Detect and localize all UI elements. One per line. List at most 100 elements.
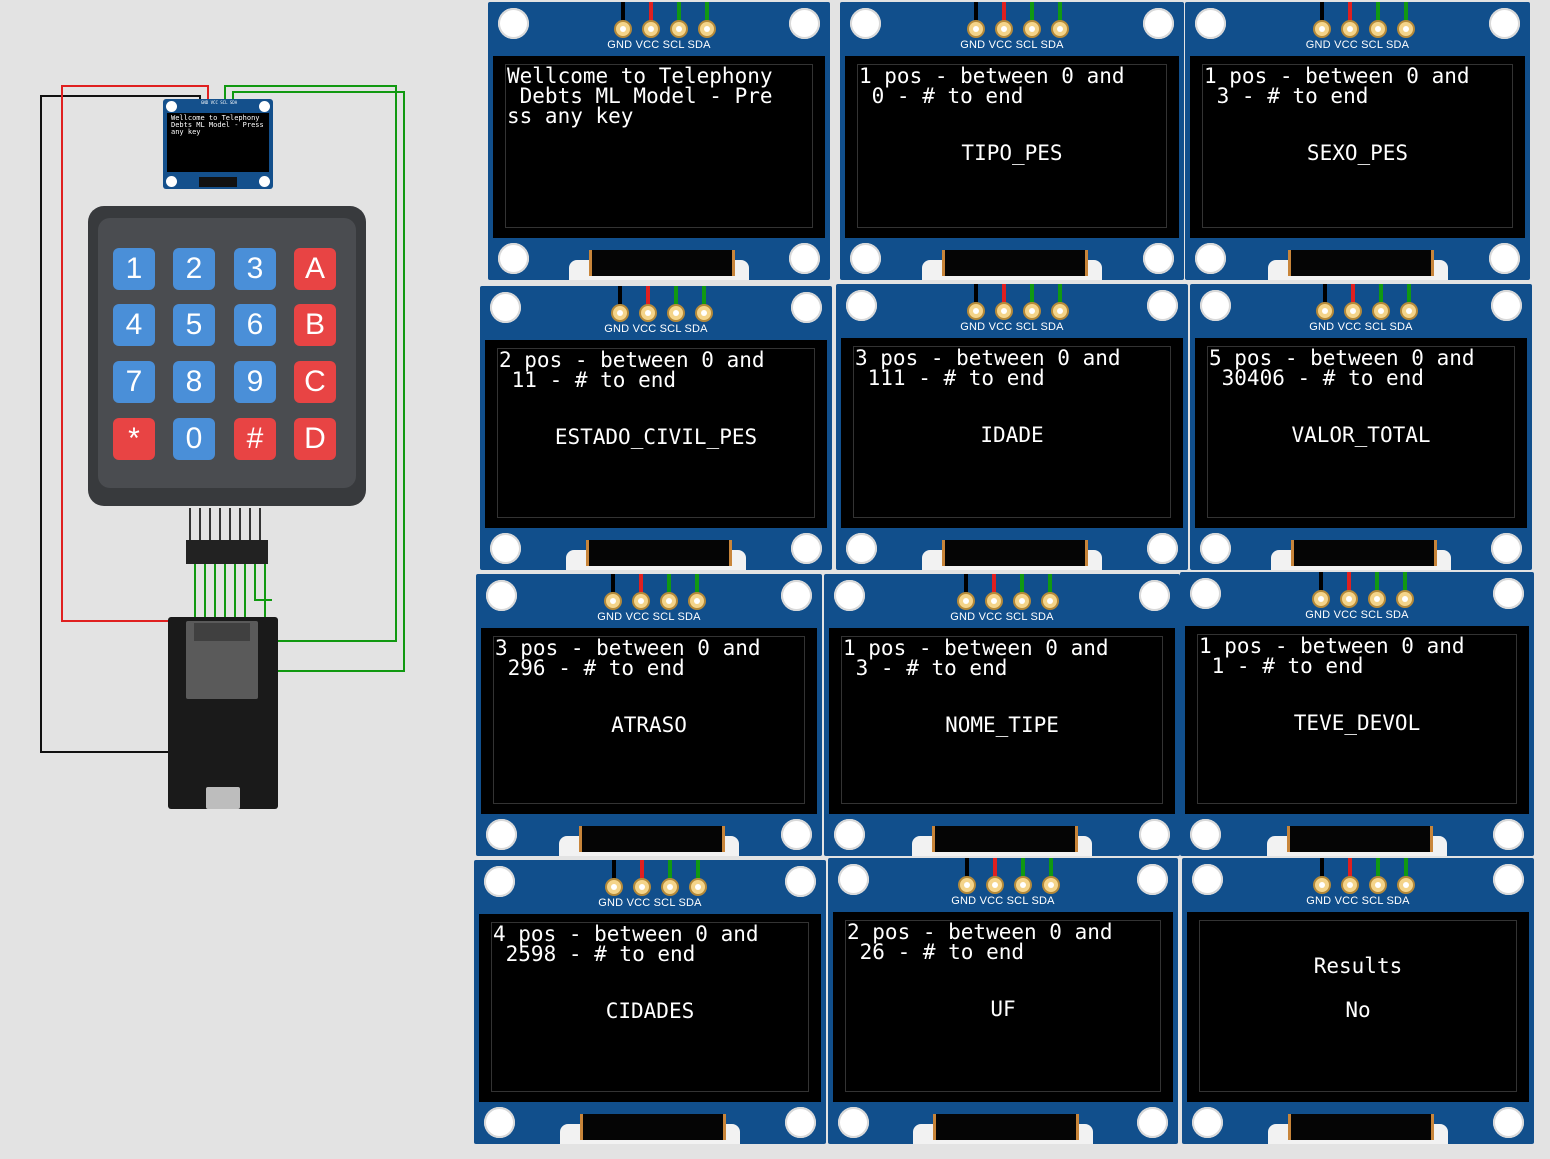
pin[interactable] xyxy=(642,20,660,38)
pin-header: GND VCC SCL SDA xyxy=(948,858,1060,908)
key-7[interactable]: 7 xyxy=(113,361,155,403)
field-name: TIPO_PES xyxy=(961,141,1063,165)
pin-header: GND VCC SCL SDA xyxy=(601,286,713,336)
pin[interactable] xyxy=(1372,302,1390,320)
pin[interactable] xyxy=(698,20,716,38)
pin[interactable] xyxy=(660,592,678,610)
pin[interactable] xyxy=(958,876,976,894)
prompt-line-1: 2 pos - between 0 and xyxy=(847,920,1113,944)
key-star[interactable]: * xyxy=(113,418,155,460)
pin[interactable] xyxy=(1312,20,1331,38)
key-hash[interactable]: # xyxy=(234,418,276,460)
key-b[interactable]: B xyxy=(294,304,336,346)
pin[interactable] xyxy=(967,302,985,320)
pin[interactable] xyxy=(633,878,651,896)
pin[interactable] xyxy=(661,878,679,896)
key-6[interactable]: 6 xyxy=(234,304,276,346)
pin[interactable] xyxy=(688,592,706,610)
pin-labels: GND VCC SCL SDA xyxy=(597,611,701,623)
pin[interactable] xyxy=(1368,20,1387,38)
prompt-line-1: 3 pos - between 0 and xyxy=(495,636,761,660)
pin[interactable] xyxy=(1312,590,1330,608)
key-0[interactable]: 0 xyxy=(173,418,215,460)
pin[interactable] xyxy=(667,304,685,322)
pin[interactable] xyxy=(1344,302,1362,320)
field-name: IDADE xyxy=(980,423,1044,447)
prompt-line-2: 2598 - # to end xyxy=(493,942,696,966)
pin[interactable] xyxy=(1340,20,1359,38)
pin[interactable] xyxy=(1023,302,1041,320)
pin[interactable] xyxy=(1051,20,1069,38)
pin[interactable] xyxy=(1397,876,1415,894)
prompt-line-2: 3 - # to end xyxy=(843,656,1008,680)
pin-wire xyxy=(649,2,653,26)
pin[interactable] xyxy=(1313,876,1331,894)
key-5[interactable]: 5 xyxy=(173,304,215,346)
pin[interactable] xyxy=(985,592,1003,610)
pin[interactable] xyxy=(604,592,622,610)
esp32-board[interactable] xyxy=(168,617,278,809)
mount-hole xyxy=(1195,243,1226,274)
pin[interactable] xyxy=(1369,876,1387,894)
pin-wire xyxy=(1030,284,1034,308)
flex-connector xyxy=(1271,540,1451,570)
pin[interactable] xyxy=(1396,590,1414,608)
pin-wire xyxy=(964,574,968,598)
pin[interactable] xyxy=(995,20,1013,38)
pin[interactable] xyxy=(957,592,975,610)
pin[interactable] xyxy=(1041,592,1059,610)
pin[interactable] xyxy=(1316,302,1334,320)
key-d[interactable]: D xyxy=(294,418,336,460)
pin[interactable] xyxy=(1013,592,1031,610)
pin[interactable] xyxy=(689,878,707,896)
pin[interactable] xyxy=(632,592,650,610)
pin[interactable] xyxy=(1023,20,1041,38)
pin-labels: GND VCC SCL SDA xyxy=(607,39,711,51)
pin[interactable] xyxy=(1396,20,1415,38)
pin[interactable] xyxy=(986,876,1004,894)
pin[interactable] xyxy=(995,302,1013,320)
pin[interactable] xyxy=(1400,302,1418,320)
key-8[interactable]: 8 xyxy=(173,361,215,403)
key-c[interactable]: C xyxy=(294,361,336,403)
key-2[interactable]: 2 xyxy=(173,248,215,290)
pin[interactable] xyxy=(1014,876,1032,894)
pin[interactable] xyxy=(611,304,629,322)
pin[interactable] xyxy=(639,304,657,322)
mini-oled-display[interactable]: GND VCC SCL SDA Wellcome to Telephony De… xyxy=(163,99,273,189)
key-9[interactable]: 9 xyxy=(234,361,276,403)
mount-hole xyxy=(1137,1107,1168,1138)
pin[interactable] xyxy=(1051,302,1069,320)
key-1[interactable]: 1 xyxy=(113,248,155,290)
pin-labels: GND VCC SCL SDA xyxy=(1306,895,1410,907)
mount-hole xyxy=(846,533,877,564)
pin[interactable] xyxy=(605,878,623,896)
pin[interactable] xyxy=(670,20,688,38)
pin[interactable] xyxy=(1340,590,1358,608)
pin[interactable] xyxy=(967,20,985,38)
pin[interactable] xyxy=(1368,590,1386,608)
key-3[interactable]: 3 xyxy=(234,248,276,290)
key-a[interactable]: A xyxy=(294,248,336,290)
pin[interactable] xyxy=(614,20,632,38)
pin[interactable] xyxy=(1341,876,1359,894)
key-4[interactable]: 4 xyxy=(113,304,155,346)
pin[interactable] xyxy=(695,304,713,322)
pin[interactable] xyxy=(1042,876,1060,894)
